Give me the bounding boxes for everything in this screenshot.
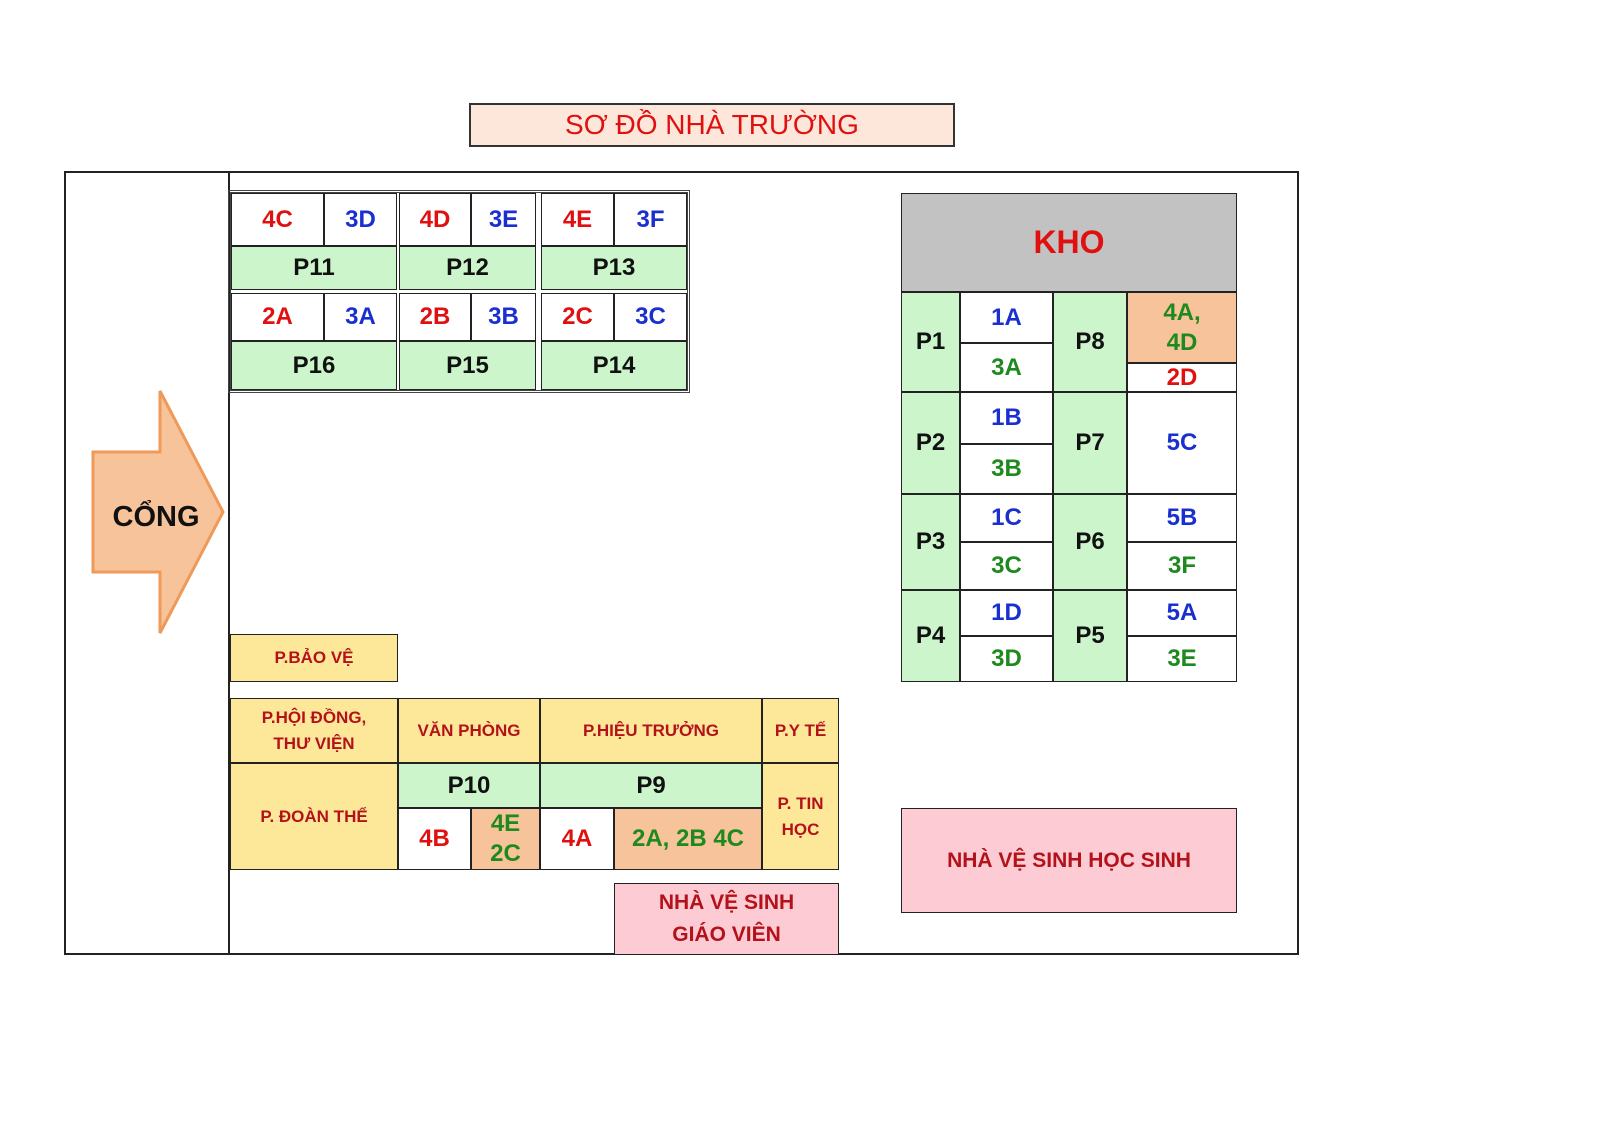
class-cell: 3B — [960, 444, 1053, 494]
room-p9: P9 — [540, 763, 762, 808]
storage-kho: KHO — [901, 193, 1237, 292]
class-cell: 4B — [398, 808, 471, 870]
gate-label-text: CỔNG — [112, 500, 200, 533]
room-p12: P12 — [399, 246, 536, 290]
room-p4: P4 — [901, 590, 960, 682]
page-title: SƠ ĐỒ NHÀ TRƯỜNG — [469, 103, 955, 147]
room-p6: P6 — [1053, 494, 1127, 590]
room-p7: P7 — [1053, 392, 1127, 494]
class-cell: 3A — [324, 293, 397, 341]
class-cell: 3C — [614, 293, 687, 341]
gate-arrow — [91, 390, 225, 634]
room-office: VĂN PHÒNG — [398, 698, 540, 763]
class-cell: 2A, 2B 4C — [614, 808, 762, 870]
class-cell: 1A — [960, 292, 1053, 343]
room-p2: P2 — [901, 392, 960, 494]
class-cell: 3E — [1127, 636, 1237, 682]
students-restroom: NHÀ VỆ SINH HỌC SINH — [901, 808, 1237, 913]
class-cell: 4A — [540, 808, 614, 870]
class-cell: 3F — [614, 193, 687, 246]
class-cell: 3B — [471, 293, 536, 341]
gate-lane-divider — [228, 171, 230, 955]
class-cell: 2C — [541, 293, 614, 341]
page-title-text: SƠ ĐỒ NHÀ TRƯỜNG — [565, 109, 859, 140]
room-p11: P11 — [231, 246, 397, 290]
class-cell: 4E — [541, 193, 614, 246]
class-cell: 3D — [960, 636, 1053, 682]
class-cell: 5A — [1127, 590, 1237, 636]
class-cell: 5C — [1127, 392, 1237, 494]
class-cell: 5B — [1127, 494, 1237, 542]
room-p5: P5 — [1053, 590, 1127, 682]
room-union: P. ĐOÀN THỂ — [230, 763, 398, 870]
room-p13: P13 — [541, 246, 687, 290]
room-p3: P3 — [901, 494, 960, 590]
class-cell: 3F — [1127, 542, 1237, 590]
room-medical: P.Y TẾ — [762, 698, 839, 763]
class-cell: 1C — [960, 494, 1053, 542]
room-p14: P14 — [541, 341, 687, 390]
class-cell: 4A, 4D — [1127, 292, 1237, 363]
room-principal: P.HIỆU TRƯỞNG — [540, 698, 762, 763]
room-security: P.BẢO VỆ — [230, 634, 398, 682]
room-p15: P15 — [399, 341, 536, 390]
room-p1: P1 — [901, 292, 960, 392]
room-p8: P8 — [1053, 292, 1127, 392]
class-cell: 3A — [960, 343, 1053, 392]
class-cell: 4E 2C — [471, 808, 540, 870]
room-computer-lab: P. TIN HỌC — [762, 763, 839, 870]
room-council-library: P.HỘI ĐỒNG, THƯ VIỆN — [230, 698, 398, 763]
class-cell: 3E — [471, 193, 536, 246]
gate-label: CỔNG — [95, 497, 217, 537]
class-cell: 1B — [960, 392, 1053, 444]
top-classroom-block — [228, 190, 690, 393]
room-p16: P16 — [231, 341, 397, 390]
class-cell: 3C — [960, 542, 1053, 590]
class-cell: 4D — [399, 193, 471, 246]
class-cell: 3D — [324, 193, 397, 246]
class-cell: 2B — [399, 293, 471, 341]
class-cell: 2D — [1127, 363, 1237, 392]
class-cell: 2A — [231, 293, 324, 341]
class-cell: 1D — [960, 590, 1053, 636]
class-cell: 4C — [231, 193, 324, 246]
room-p10: P10 — [398, 763, 540, 808]
teachers-restroom: NHÀ VỆ SINH GIÁO VIÊN — [614, 883, 839, 955]
